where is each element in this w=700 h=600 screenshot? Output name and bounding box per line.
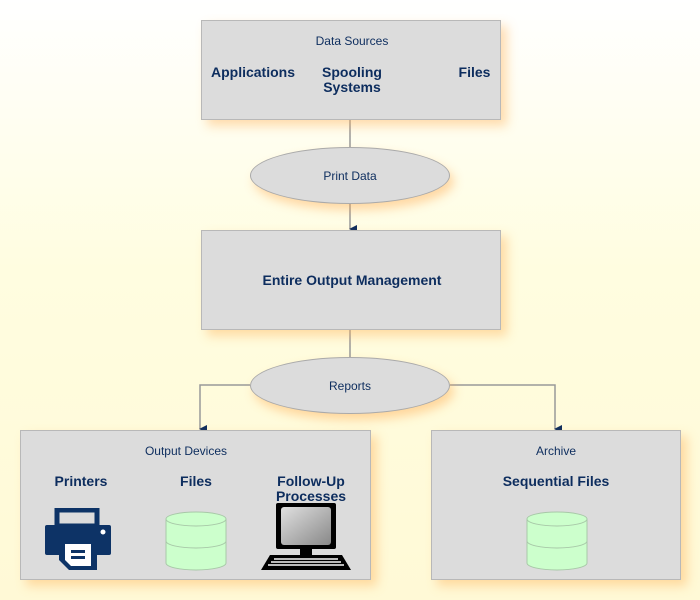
source-applications: Applications <box>210 64 295 80</box>
output-devices-box: Output Devices Printers Files Follow-Up … <box>20 430 371 580</box>
connector-reports-to-output <box>199 384 250 433</box>
eom-label: Entire Output Management <box>262 272 442 288</box>
data-sources-title: Data Sources <box>315 34 389 48</box>
device-files: Files <box>180 473 212 489</box>
archive-title: Archive <box>535 444 576 458</box>
device-follow-up-processes: Follow-Up Processes <box>275 473 347 504</box>
database-icon <box>165 511 227 571</box>
data-sources-box: Data Sources Applications Spooling Syste… <box>201 20 501 120</box>
device-printers: Printers <box>54 473 108 489</box>
archive-box: Archive Sequential Files <box>431 430 681 580</box>
database-icon <box>526 511 588 571</box>
computer-terminal-icon <box>261 503 351 570</box>
connector-reports-to-archive <box>450 384 562 433</box>
print-data-node: Print Data <box>250 147 450 204</box>
reports-node: Reports <box>250 357 450 414</box>
archive-sequential-files: Sequential Files <box>502 473 610 489</box>
printer-icon <box>45 508 111 570</box>
source-files: Files <box>458 64 491 80</box>
entire-output-management-box: Entire Output Management <box>201 230 501 330</box>
output-devices-title: Output Devices <box>144 444 228 458</box>
source-spooling-systems: Spooling Systems <box>322 64 382 95</box>
